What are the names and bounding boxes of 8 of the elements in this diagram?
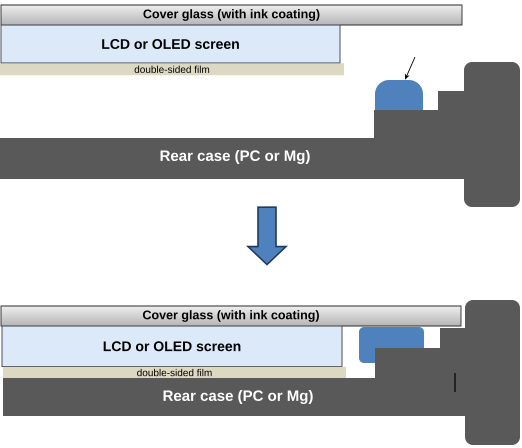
screen-layer: LCD or OLED screen <box>2 326 342 367</box>
screen-layer: LCD or OLED screen <box>0 24 340 64</box>
film-layer: double-sided film <box>3 366 346 378</box>
dome-shape <box>375 80 423 110</box>
block-arrow <box>246 206 288 266</box>
cover-glass-layer: Cover glass (with ink coating) <box>0 4 462 26</box>
cover-glass-layer: Cover glass (with ink coating) <box>0 306 462 326</box>
film-layer: double-sided film <box>0 63 344 76</box>
